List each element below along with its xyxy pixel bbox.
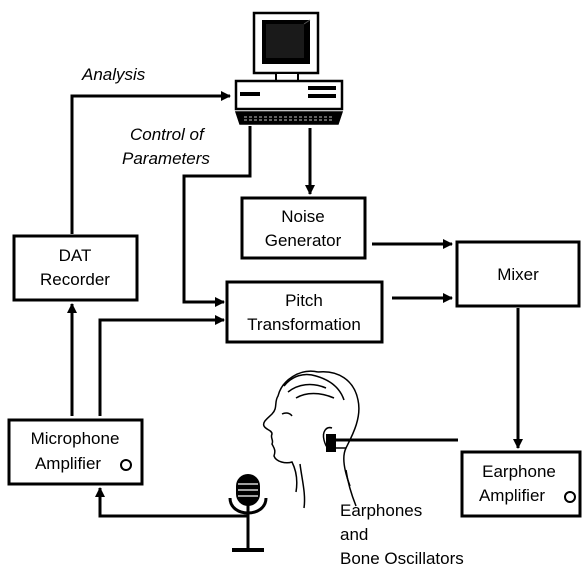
node-dat-recorder: DAT Recorder	[12, 234, 139, 302]
earphone-cable	[326, 434, 458, 452]
edge-analysis	[70, 91, 231, 234]
noise-generator-line1: Noise	[281, 207, 324, 226]
analysis-label: Analysis	[81, 65, 146, 84]
node-earphone-amplifier: Earphone Amplifier	[460, 450, 582, 518]
pitch-transformation-line1: Pitch	[285, 291, 323, 310]
pitch-transformation-line2: Transformation	[247, 315, 361, 334]
edge-microphone-to-mic-amp	[95, 487, 250, 518]
earphones-label-line1: Earphones	[340, 501, 422, 520]
control-label-line1: Control of	[130, 125, 206, 144]
earphone-amplifier-line1: Earphone	[482, 462, 556, 481]
edge-control-of-parameters	[182, 126, 252, 307]
knob-icon	[564, 491, 576, 503]
microphone-amplifier-line1: Microphone	[31, 429, 120, 448]
dat-recorder-line2: Recorder	[40, 270, 110, 289]
dat-recorder-line1: DAT	[59, 246, 92, 265]
earphones-label-line3: Bone Oscillators	[340, 549, 464, 568]
control-label-line2: Parameters	[122, 149, 210, 168]
node-mixer: Mixer	[455, 240, 581, 308]
node-pitch-transformation: Pitch Transformation	[225, 280, 384, 344]
computer-icon	[234, 11, 344, 125]
microphone-icon	[228, 474, 268, 552]
mixer-line1: Mixer	[497, 265, 539, 284]
node-noise-generator: Noise Generator	[240, 196, 367, 260]
noise-generator-line2: Generator	[265, 231, 342, 250]
microphone-amplifier-line2: Amplifier	[35, 454, 101, 473]
earphone-amplifier-line2: Amplifier	[479, 486, 545, 505]
earphones-label-line2: and	[340, 525, 368, 544]
knob-icon	[120, 459, 132, 471]
edge-mic-amp-to-pitch	[98, 315, 225, 416]
node-microphone-amplifier: Microphone Amplifier	[7, 418, 144, 486]
